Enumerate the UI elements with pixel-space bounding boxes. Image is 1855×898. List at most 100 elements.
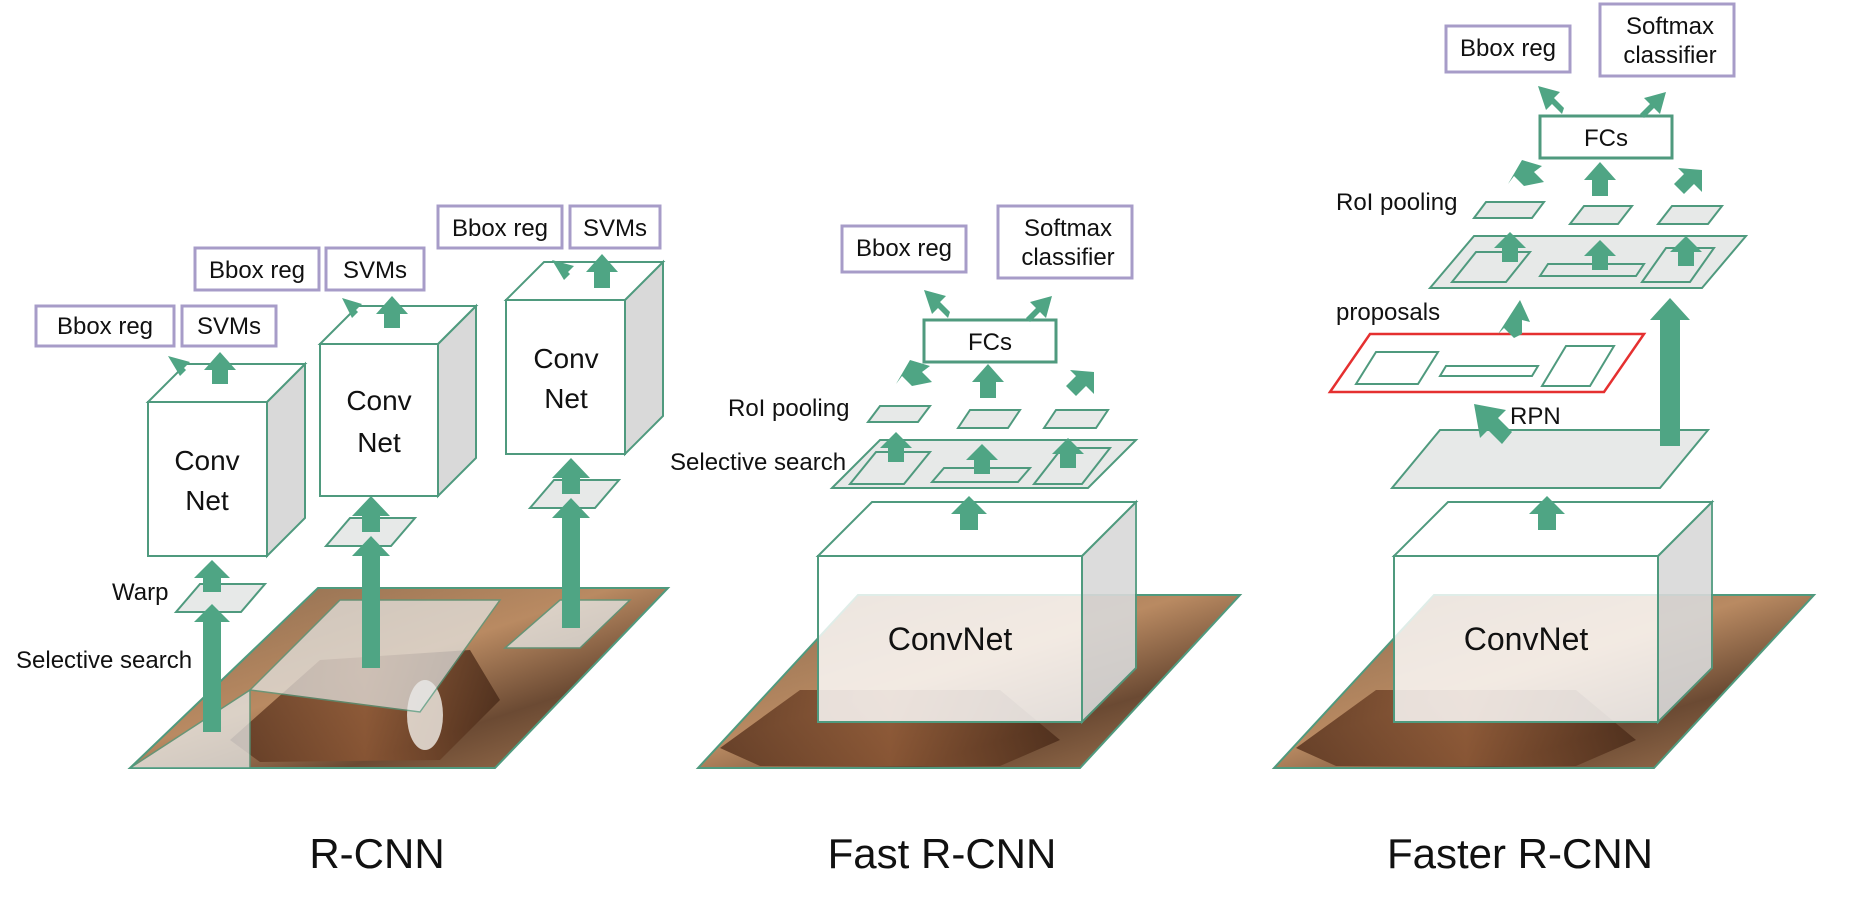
rcnn-arrow-svm-2 [376,296,408,328]
faster-fcs-label: FCs [1584,125,1628,152]
rcnn-panel: Selective search Warp Conv Net Bbox reg … [16,204,671,877]
faster-convnet: ConvNet [1391,499,1715,725]
fast-softmax-line2: classifier [1021,244,1114,271]
faster-arrow-softmax [1640,92,1666,118]
rcnn-net-1: Conv Net Bbox reg SVMs [34,304,308,732]
rcnn-title: R-CNN [309,830,444,877]
faster-convnet-front [1393,555,1659,723]
faster-arrow-fc-1 [1508,160,1544,186]
rcnn-bbox-reg-box-2 [193,246,321,292]
rcnn-convnet-2 [319,343,439,497]
fast-region-2 [929,467,1033,483]
faster-rpn-label: RPN [1510,403,1561,430]
fast-arrow-roi-1 [880,432,912,462]
fast-selective-search-label: Selective search [670,449,846,476]
rcnn-convnet-3-line1: Conv [533,343,598,374]
rcnn-arrow-bbox-3 [552,260,580,284]
faster-arrow-feature-to-roi [1650,298,1690,446]
fast-arrow-bbox [924,290,950,318]
rcnn-warp-label: Warp [112,579,168,606]
faster-feature-map [1389,429,1711,489]
rcnn-bbox-reg-label-3: Bbox reg [452,215,548,242]
fast-softmax-box [996,204,1134,280]
fast-roi-cell-2 [956,409,1022,429]
fast-bbox-reg-box [840,224,968,274]
fast-convnet: ConvNet [815,499,1139,725]
fast-arrow-roi-3 [1052,438,1084,468]
rcnn-arrow-svm-1 [204,352,236,384]
rcnn-arrow-up-1b [194,560,230,592]
fast-roi-cell-3 [1042,409,1110,429]
faster-arrow-bbox [1538,86,1564,114]
faster-proposal-1 [1354,351,1440,385]
rcnn-convnet-1 [147,401,268,557]
fast-rcnn-panel: ConvNet Selective search RoI pooling FCs [670,204,1243,877]
faster-arrow-roi-3 [1670,236,1702,266]
fast-softmax-line1: Softmax [1024,215,1112,242]
fast-arrow-softmax [1026,296,1052,322]
fast-rcnn-title: Fast R-CNN [828,830,1057,877]
faster-rcnn-panel: ConvNet RPN proposals RoI pooling [1271,2,1817,877]
faster-roi-map [1427,235,1749,289]
faster-convnet-label: ConvNet [1464,621,1589,657]
rcnn-convnet-2-line1: Conv [346,385,411,416]
faster-arrow-proposals-up [1498,300,1530,338]
faster-fcs-box [1538,114,1674,160]
faster-arrow-roi-1 [1494,232,1526,262]
faster-softmax-line2: classifier [1623,42,1716,69]
rcnn-arrow-up-2b [352,496,390,532]
fast-fcs-label: FCs [968,329,1012,356]
rcnn-arrow-svm-3 [586,254,618,288]
faster-softmax-line1: Softmax [1626,13,1714,40]
rcnn-svms-label-2: SVMs [343,257,407,284]
rcnn-net-3: Conv Net Bbox reg SVMs [436,204,666,628]
faster-roi-cell-3 [1655,205,1725,225]
rcnn-svms-label-1: SVMs [197,313,261,340]
faster-softmax-box [1598,2,1736,78]
rcnn-net-2: Conv Net Bbox reg SVMs [193,246,479,668]
rcnn-svms-box-2 [324,246,426,292]
rcnn-svms-box-1 [180,304,278,348]
faster-arrow-fc-3 [1674,168,1702,194]
fast-region-1 [847,451,933,485]
rcnn-bbox-reg-box-1 [34,304,176,348]
faster-roi-cell-2 [1567,205,1635,225]
rcnn-arrow-up-1a [194,604,230,732]
faster-rcnn-title: Faster R-CNN [1387,830,1653,877]
rcnn-arrow-bbox-1 [168,356,196,380]
faster-proposals-label: proposals [1336,299,1440,326]
faster-roi-cell-1 [1472,201,1546,219]
fast-convnet-front [817,555,1083,723]
rcnn-convnet-1-line1: Conv [174,445,239,476]
fast-arrow-fc-1 [896,360,932,386]
fast-arrow-roi-2 [966,444,998,474]
rcnn-bbox-reg-label-1: Bbox reg [57,313,153,340]
rcnn-svms-label-3: SVMs [583,215,647,242]
rcnn-convnet-2-line2: Net [357,427,401,458]
faster-rpn-arrow [1474,404,1512,444]
rcnn-arrow-up-3a [552,498,590,628]
rcnn-input-image [127,587,671,769]
fast-roi-pooling-label: RoI pooling [728,395,849,422]
fast-arrow-conv-up [951,496,987,530]
rcnn-svms-box-3 [568,204,662,250]
rcnn-arrow-bbox-2 [342,298,368,322]
faster-bbox-reg-label: Bbox reg [1460,35,1556,62]
fast-fcs-box [922,318,1058,364]
rcnn-selective-search-label: Selective search [16,647,192,674]
faster-arrow-roi-2 [1584,240,1616,270]
fast-arrow-fc-2 [972,364,1004,398]
faster-proposal-3 [1540,345,1616,387]
rcnn-bbox-reg-box-3 [436,204,564,250]
fast-roi-cell-1 [866,405,932,423]
rcnn-bbox-reg-label-2: Bbox reg [209,257,305,284]
faster-roi-pooling-label: RoI pooling [1336,189,1457,216]
faster-bbox-reg-box [1444,24,1572,74]
faster-arrow-conv-up [1529,496,1565,530]
fast-bbox-reg-label: Bbox reg [856,235,952,262]
rcnn-convnet-1-line2: Net [185,485,229,516]
rcnn-arrow-up-3b [552,458,590,494]
fast-convnet-label: ConvNet [888,621,1013,657]
fast-arrow-fc-3 [1066,370,1094,396]
